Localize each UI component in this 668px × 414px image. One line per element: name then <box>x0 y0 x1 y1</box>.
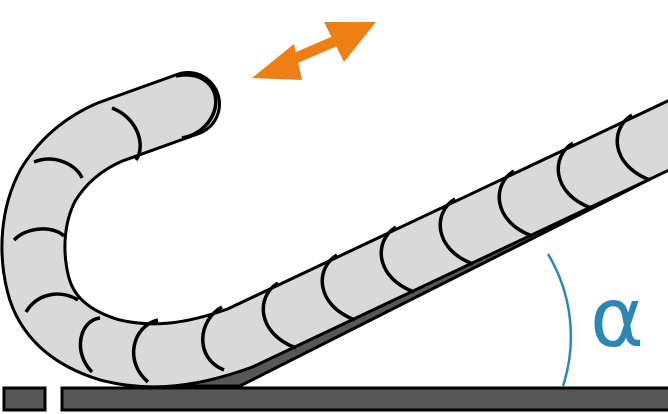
link-separator <box>261 281 297 350</box>
cable-chain-fill <box>3 74 668 386</box>
link-separator <box>78 316 101 374</box>
angle-label: α <box>590 271 644 366</box>
arrow-head-left <box>252 44 302 80</box>
ground-bar-right <box>60 386 668 412</box>
link-separator <box>497 169 533 238</box>
link-separator <box>33 157 84 179</box>
ground-bar-left <box>2 386 47 412</box>
link-separator <box>201 305 225 372</box>
cable-chain <box>0 71 668 389</box>
link-separator <box>24 292 79 313</box>
angle-arc <box>546 253 573 387</box>
link-separator <box>438 197 474 266</box>
link-separator <box>12 227 66 242</box>
link-separator <box>556 141 592 210</box>
arrow-head-right <box>324 22 376 62</box>
double-headed-arrow-icon <box>252 22 376 80</box>
chain-link-separators <box>12 106 651 384</box>
link-separator <box>615 113 651 182</box>
chain-end-cap <box>175 73 218 140</box>
link-separator <box>131 318 159 384</box>
link-separator <box>320 253 356 322</box>
link-separator <box>379 225 415 294</box>
link-separator <box>111 106 142 162</box>
